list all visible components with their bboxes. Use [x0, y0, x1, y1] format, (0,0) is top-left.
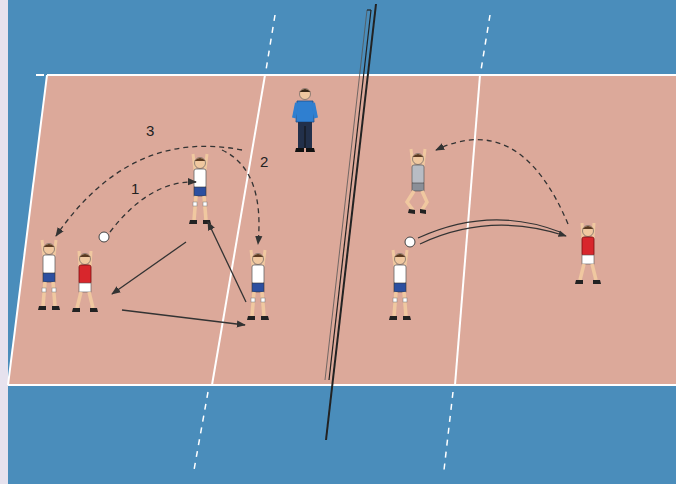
player [389, 250, 411, 320]
ball [405, 237, 415, 247]
movement-arrow [112, 222, 246, 325]
player [189, 154, 211, 224]
callout-number: 2 [260, 154, 268, 169]
callout-number: 1 [131, 181, 139, 196]
player-red [72, 251, 98, 312]
attack-line-extensions [194, 15, 490, 470]
player-red [575, 223, 601, 284]
player [247, 250, 269, 320]
player-jumping [407, 149, 427, 214]
referee [294, 89, 316, 153]
serve-path [418, 220, 566, 244]
floor [8, 0, 676, 484]
player [38, 240, 60, 310]
ball-path [56, 140, 568, 244]
callout-number: 3 [146, 123, 154, 138]
net [325, 4, 376, 440]
ball [99, 232, 109, 242]
